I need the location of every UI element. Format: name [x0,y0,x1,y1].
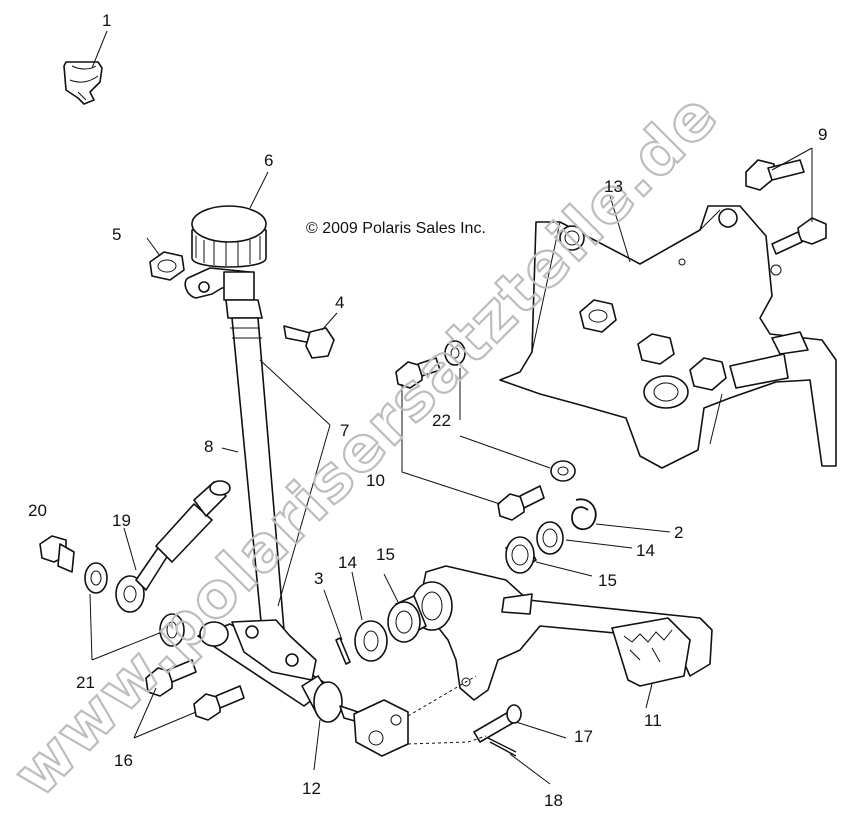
part-14-washer-left [354,620,388,662]
part-6-reservoir-cap [184,205,267,301]
callout-2: 2 [674,523,683,542]
part-14-washer-right [536,521,564,555]
part-21-washers [84,562,185,647]
part-2-spring-clip [571,498,597,531]
part-19-brake-line-fitting [115,480,231,613]
part-3-cotter-pin [335,637,351,665]
callout-1: 1 [102,11,111,30]
callout-18: 18 [544,791,563,810]
callout-20: 20 [28,501,47,520]
part-9-bolts [745,159,827,255]
part-22-washers [444,340,576,482]
callout-15a: 15 [376,545,395,564]
callout-8: 8 [204,437,213,456]
part-15-bushing-right [505,536,537,574]
part-1-clip [63,61,103,105]
callout-6: 6 [264,151,273,170]
callout-11: 11 [644,711,662,730]
callout-16: 16 [114,751,133,770]
callout-7: 7 [340,421,349,440]
part-18-cotter-pin [487,737,517,757]
callout-17: 17 [574,727,593,746]
callout-15b: 15 [598,571,617,590]
callout-13: 13 [604,177,623,196]
callout-12: 12 [302,779,321,798]
callout-5: 5 [112,225,121,244]
callout-14a: 14 [338,553,357,572]
callout-3: 3 [314,569,323,588]
part-5-nut [149,251,185,281]
leader-lines [89,30,813,785]
callout-labels: 1 2 3 4 5 6 7 8 9 10 11 12 13 14 14 15 1… [28,11,827,810]
part-4-bolt [283,325,335,359]
callout-21: 21 [76,673,95,692]
part-15-bushing-left [387,595,427,643]
part-11-brake-pedal [411,565,713,701]
part-12-master-cylinder [197,619,409,757]
part-17-clevis-pin [473,704,522,743]
part-16-bolts [145,659,245,721]
callout-19: 19 [112,511,131,530]
copyright-notice: © 2009 Polaris Sales Inc. [306,220,486,237]
part-13-bracket [499,205,837,469]
callout-14b: 14 [636,541,655,560]
part-10-bolts [395,357,545,521]
callout-10: 10 [366,471,385,490]
callout-9: 9 [818,125,827,144]
part-20-banjo-bolt [39,535,75,573]
callout-4: 4 [335,293,344,312]
callout-22: 22 [432,411,451,430]
